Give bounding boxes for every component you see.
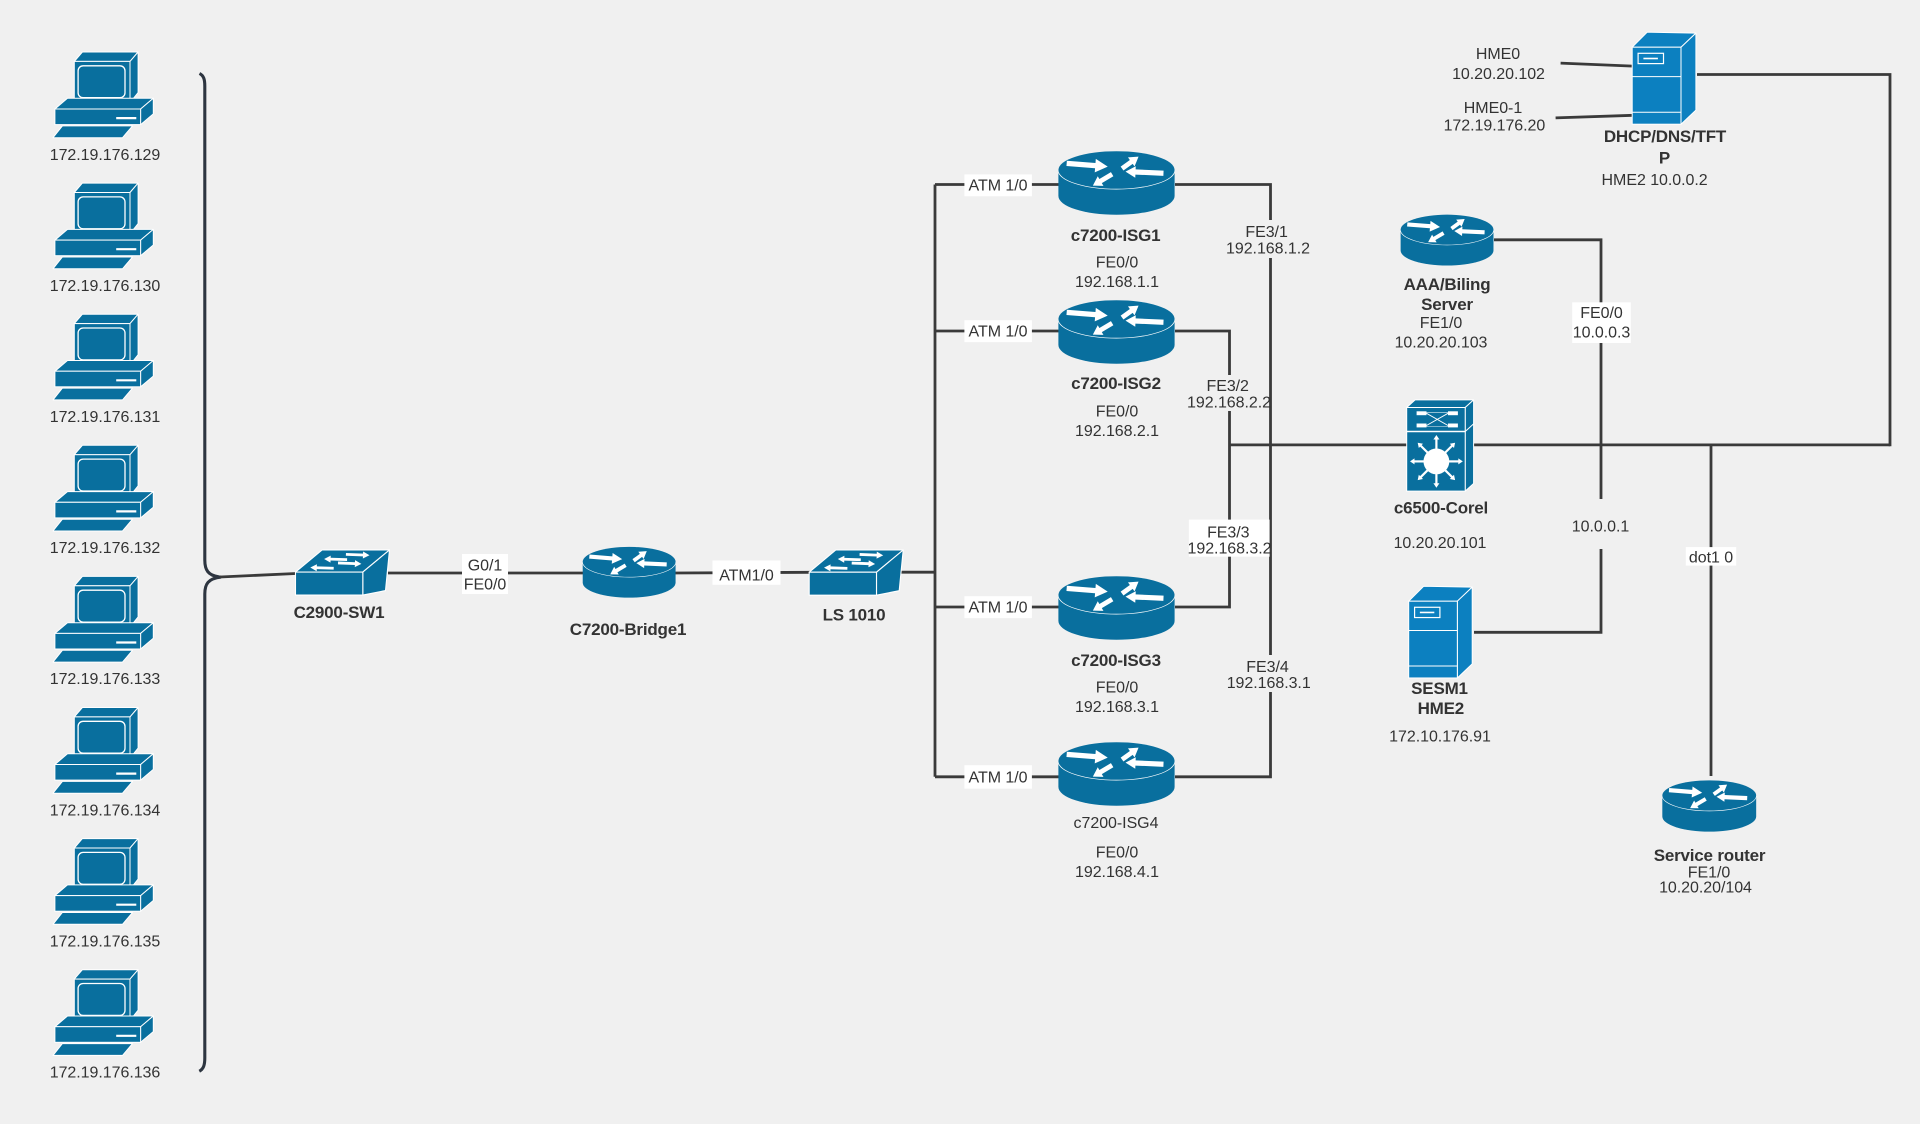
svg-text:LS 1010: LS 1010 [823,606,886,625]
svg-text:192.168.4.1: 192.168.4.1 [1075,864,1159,881]
svg-text:ATM 1/0: ATM 1/0 [969,177,1028,194]
svg-text:172.19.176.132: 172.19.176.132 [50,540,161,557]
svg-text:172.19.176.131: 172.19.176.131 [50,409,161,426]
svg-text:10.20.20.102: 10.20.20.102 [1452,66,1545,83]
svg-text:172.19.176.129: 172.19.176.129 [50,147,161,164]
svg-text:192.168.3.2: 192.168.3.2 [1188,541,1272,558]
svg-text:192.168.3.1: 192.168.3.1 [1227,675,1311,692]
svg-text:ATM 1/0: ATM 1/0 [969,323,1028,340]
svg-text:172.19.176.133: 172.19.176.133 [50,671,161,688]
svg-text:HME2: HME2 [1418,699,1464,718]
svg-text:ATM1/0: ATM1/0 [719,568,774,585]
svg-text:192.168.1.1: 192.168.1.1 [1075,274,1159,291]
svg-text:172.19.176.20: 172.19.176.20 [1444,118,1546,135]
svg-text:G0/1: G0/1 [468,558,503,575]
svg-text:FE0/0: FE0/0 [464,577,507,594]
svg-text:DHCP/DNS/TFT: DHCP/DNS/TFT [1604,127,1727,146]
svg-text:AAA/Biling: AAA/Biling [1404,275,1491,294]
svg-text:FE3/4: FE3/4 [1246,659,1289,676]
svg-text:10.0.0.1: 10.0.0.1 [1572,519,1630,536]
svg-text:172.19.176.136: 172.19.176.136 [50,1065,161,1082]
svg-text:c7200-ISG2: c7200-ISG2 [1071,374,1161,393]
svg-text:FE0/0: FE0/0 [1096,255,1139,272]
svg-text:c7200-ISG4: c7200-ISG4 [1074,815,1159,832]
svg-text:c7200-ISG3: c7200-ISG3 [1071,651,1161,670]
svg-text:FE0/0: FE0/0 [1580,305,1623,322]
svg-text:192.168.1.2: 192.168.1.2 [1226,241,1310,258]
svg-text:192.168.2.1: 192.168.2.1 [1075,423,1159,440]
svg-text:FE3/1: FE3/1 [1245,224,1288,241]
svg-text:HME2 10.0.0.2: HME2 10.0.0.2 [1602,172,1708,189]
svg-text:FE0/0: FE0/0 [1096,680,1139,697]
svg-text:172.19.176.134: 172.19.176.134 [50,802,161,819]
svg-text:10.20.20/104: 10.20.20/104 [1659,880,1752,897]
svg-text:Service router: Service router [1654,846,1766,865]
svg-text:FE3/3: FE3/3 [1207,525,1250,542]
svg-text:ATM 1/0: ATM 1/0 [969,769,1028,786]
svg-text:FE1/0: FE1/0 [1420,315,1463,332]
svg-text:FE0/0: FE0/0 [1096,845,1139,862]
svg-text:FE3/2: FE3/2 [1206,378,1249,395]
svg-text:SESM1: SESM1 [1411,679,1468,698]
svg-text:FE0/0: FE0/0 [1096,404,1139,421]
svg-text:HME0: HME0 [1476,46,1520,63]
svg-text:ATM 1/0: ATM 1/0 [969,599,1028,616]
svg-text:172.19.176.130: 172.19.176.130 [50,278,161,295]
svg-text:dot1 0: dot1 0 [1689,550,1733,567]
svg-text:192.168.2.2: 192.168.2.2 [1187,395,1271,412]
svg-text:172.10.176.91: 172.10.176.91 [1389,729,1491,746]
svg-text:C7200-Bridge1: C7200-Bridge1 [570,620,686,639]
svg-text:P: P [1659,148,1670,167]
svg-text:192.168.3.1: 192.168.3.1 [1075,699,1159,716]
svg-text:HME0-1: HME0-1 [1464,100,1523,117]
svg-text:FE1/0: FE1/0 [1688,865,1731,882]
svg-text:172.19.176.135: 172.19.176.135 [50,933,161,950]
svg-text:Server: Server [1421,295,1473,314]
svg-text:10.20.20.101: 10.20.20.101 [1394,535,1487,552]
svg-text:10.0.0.3: 10.0.0.3 [1573,325,1631,342]
svg-text:c7200-ISG1: c7200-ISG1 [1071,226,1161,245]
svg-text:c6500-Corel: c6500-Corel [1394,499,1488,518]
svg-text:C2900-SW1: C2900-SW1 [294,603,385,622]
svg-text:10.20.20.103: 10.20.20.103 [1395,335,1488,352]
